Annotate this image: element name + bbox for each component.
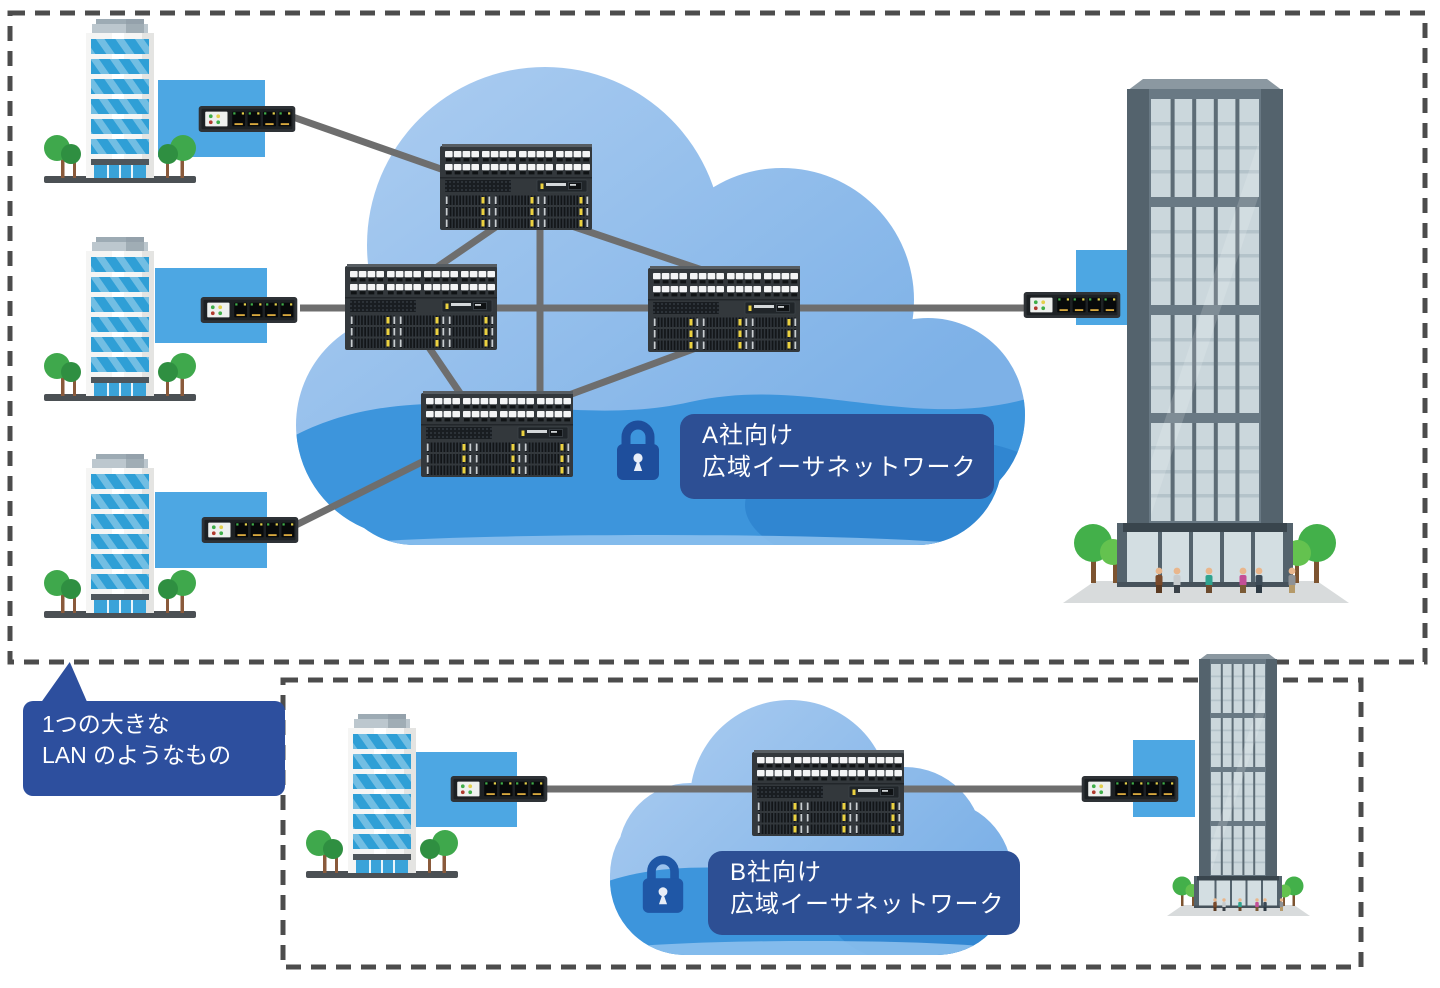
lock-icon [617, 420, 659, 480]
edge-switch [199, 106, 296, 132]
lock-icon [642, 855, 684, 913]
network-cable [425, 344, 465, 398]
callout-line1: 1つの大きな [42, 711, 170, 737]
network-label-a-line1: A社向け [702, 422, 795, 449]
core-switch-device [648, 266, 800, 352]
office-building-large [1063, 79, 1349, 603]
core-switch-device [440, 144, 592, 230]
core-switch-device [345, 264, 497, 350]
callout-bubble: 1つの大きな LAN のようなもの [23, 701, 285, 796]
section-b-border [280, 677, 1364, 970]
edge-switch [1024, 292, 1121, 318]
network-label-b-line2: 広域イーサネットワーク [730, 891, 1005, 918]
section-a-border [7, 10, 1428, 665]
core-switch-device [421, 391, 573, 477]
core-switch-device [752, 750, 904, 836]
network-cable [548, 344, 698, 406]
network-label-b: B社向け 広域イーサネットワーク [708, 851, 1020, 935]
network-cable [564, 220, 710, 276]
network-label-a-line2: 広域イーサネットワーク [702, 454, 977, 481]
edge-switch [201, 297, 298, 323]
edge-switch [451, 776, 548, 802]
callout-line2: LAN のようなもの [42, 742, 232, 768]
network-label-a: A社向け 広域イーサネットワーク [680, 414, 994, 499]
edge-switch [202, 517, 299, 543]
network-label-b-line1: B社向け [730, 859, 823, 886]
edge-switch [1082, 776, 1179, 802]
